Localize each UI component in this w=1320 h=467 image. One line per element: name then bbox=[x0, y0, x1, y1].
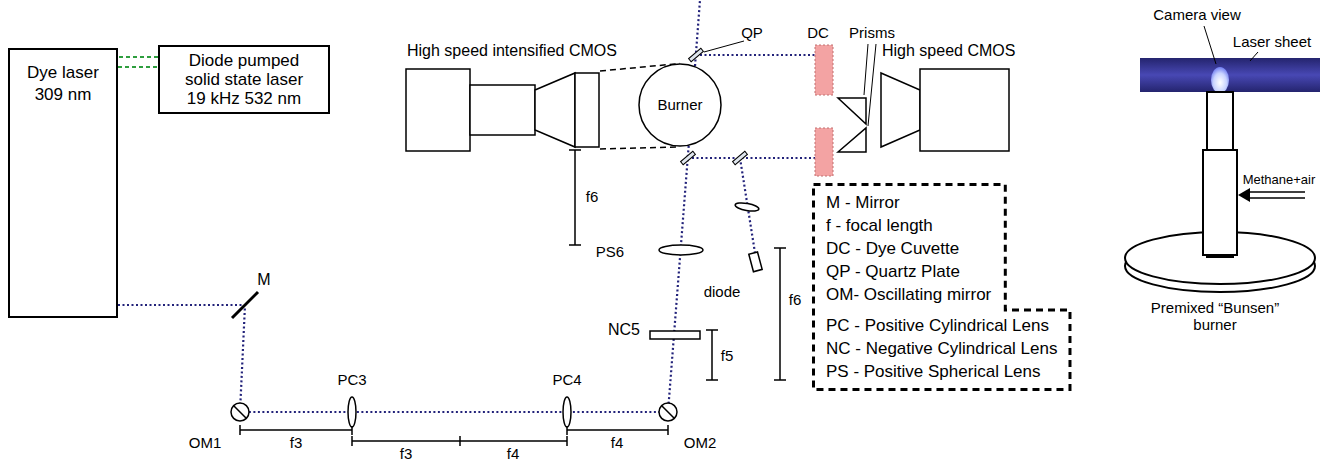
pump-beam-line bbox=[118, 66, 158, 68]
part-label: PS6 bbox=[596, 243, 624, 260]
flame bbox=[1211, 67, 1229, 93]
part-label: DC bbox=[807, 24, 829, 41]
focal-length-bar bbox=[352, 436, 567, 446]
camera-lens bbox=[535, 73, 575, 147]
callout-label: Laser sheet bbox=[1233, 33, 1311, 50]
leader-line bbox=[864, 44, 868, 95]
cylindrical-lens bbox=[563, 397, 571, 427]
abbreviation-text: f - focal length bbox=[826, 214, 1057, 237]
focal-length-bar bbox=[240, 425, 352, 435]
oscillating-mirror bbox=[231, 403, 249, 421]
focal-length-bar bbox=[706, 330, 718, 380]
reflected-beam bbox=[700, 54, 815, 56]
part-label: PC4 bbox=[552, 371, 581, 388]
part-label: Prisms bbox=[849, 24, 895, 41]
focal-length-label: f4 bbox=[611, 434, 624, 451]
abbreviation-text: OM- Oscillating mirror bbox=[826, 283, 1057, 306]
laser-box: Diode pumped solid state laser 19 kHz 53… bbox=[158, 45, 330, 114]
photodiode bbox=[749, 252, 762, 272]
dashed-outline bbox=[814, 185, 1070, 390]
node-outline bbox=[405, 68, 600, 152]
laser-beam bbox=[118, 145, 689, 412]
callout-label: Methane+air bbox=[1243, 173, 1316, 188]
abbreviation-text: DC - Dye Cuvette bbox=[826, 237, 1057, 260]
laser-sheet bbox=[1140, 58, 1320, 92]
intensifier bbox=[470, 85, 535, 135]
negative-cylindrical-lens bbox=[650, 331, 700, 339]
callout-label: Camera view bbox=[1153, 6, 1241, 23]
focal-length-label: f4 bbox=[507, 445, 520, 462]
quartz-plate bbox=[733, 151, 748, 164]
prism bbox=[838, 128, 866, 152]
leader-line bbox=[1250, 52, 1258, 61]
abbreviation-text: NC - Negative Cylindrical Lens bbox=[826, 337, 1057, 360]
focal-length-label: f6 bbox=[586, 188, 599, 205]
part-label: PC3 bbox=[337, 371, 366, 388]
oscillating-mirror-face bbox=[662, 406, 674, 418]
laser-box: Dye laser 309 nm bbox=[8, 48, 118, 318]
burner-tube bbox=[1203, 150, 1237, 255]
focal-length-bar bbox=[774, 248, 786, 380]
part-label: QP bbox=[741, 24, 763, 41]
focal-length-label: f3 bbox=[290, 434, 303, 451]
focal-length-bar bbox=[569, 150, 581, 245]
leader-line bbox=[1204, 26, 1216, 64]
abbreviation-text: PC - Positive Cylindrical Lens bbox=[826, 314, 1057, 337]
camera: High speed CMOS bbox=[880, 68, 1010, 152]
reflected-beam bbox=[692, 157, 815, 159]
pump-beam bbox=[118, 56, 158, 58]
camera-heading: High speed intensified CMOS bbox=[407, 41, 617, 61]
dye-cuvette bbox=[815, 45, 833, 95]
camera-body bbox=[406, 69, 470, 151]
camera: High speed intensified CMOS bbox=[405, 68, 600, 152]
mirror bbox=[232, 292, 258, 318]
callout-label: Premixed “Bunsen” burner bbox=[1145, 299, 1285, 334]
dye-cuvette bbox=[815, 128, 833, 176]
prism bbox=[838, 98, 866, 124]
oscillating-mirror-face bbox=[234, 406, 246, 418]
leader-line bbox=[704, 41, 744, 52]
focal-length-label: f5 bbox=[721, 347, 734, 364]
part-label: OM2 bbox=[684, 434, 717, 451]
gas-inlet-arrow bbox=[1250, 197, 1305, 199]
lens bbox=[735, 201, 760, 212]
cylindrical-lens bbox=[348, 397, 356, 427]
oscillating-mirror bbox=[659, 403, 677, 421]
quartz-plate bbox=[681, 151, 696, 164]
leader-line bbox=[868, 44, 876, 126]
part-label: NC5 bbox=[608, 321, 640, 339]
camera-lens bbox=[575, 73, 599, 147]
part-label: M bbox=[257, 271, 270, 289]
gas-inlet-arrowhead bbox=[1238, 188, 1250, 202]
abbreviation-box: M - Mirrorf - focal lengthDC - Dye Cuvet… bbox=[812, 183, 1071, 391]
camera-view-line bbox=[600, 147, 680, 149]
abbreviation-text: QP - Quartz Plate bbox=[826, 260, 1057, 283]
focal-length-bar bbox=[567, 425, 668, 435]
abbreviation-text: PS - Positive Spherical Lens bbox=[826, 360, 1057, 383]
focal-length-label: f3 bbox=[400, 445, 413, 462]
abbreviation-text: M - Mirror bbox=[826, 191, 1057, 214]
camera-heading: High speed CMOS bbox=[882, 41, 1015, 61]
burner-outline bbox=[639, 64, 721, 146]
burner-circle: Burner bbox=[638, 63, 722, 147]
node-outline bbox=[880, 68, 1010, 152]
camera-body bbox=[920, 69, 1009, 151]
node-label: Burner bbox=[638, 96, 722, 114]
quartz-plate bbox=[689, 48, 704, 61]
gas-inlet-arrow bbox=[1250, 191, 1305, 193]
node-label: Dye laser 309 nm bbox=[16, 62, 110, 106]
part-label: diode bbox=[704, 283, 741, 300]
focal-length-label: f6 bbox=[789, 291, 802, 308]
camera-lens bbox=[881, 73, 920, 147]
node-label: Diode pumped solid state laser 19 kHz 53… bbox=[174, 51, 314, 108]
spherical-lens bbox=[659, 245, 703, 255]
part-label: OM1 bbox=[189, 434, 222, 451]
